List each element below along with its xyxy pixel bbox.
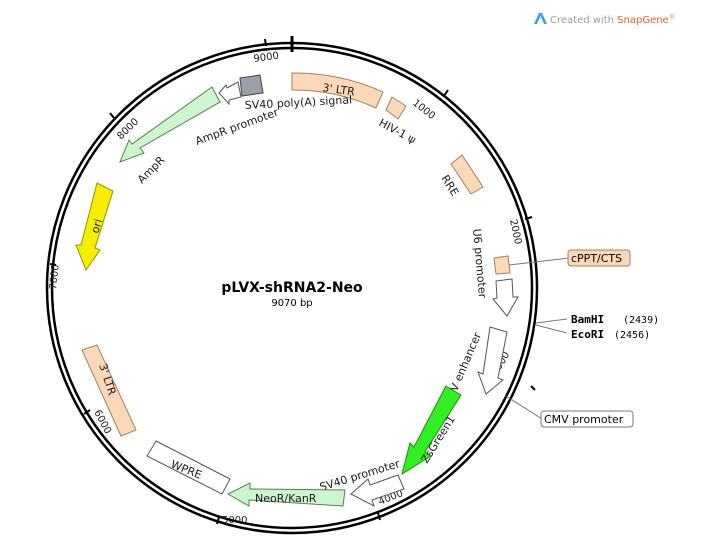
plasmid-name: pLVX-shRNA2-Neo xyxy=(221,280,363,296)
cmv-promoter-label: CMV promoter xyxy=(544,413,624,426)
tick-1000: 1000 xyxy=(410,98,437,122)
tick-5000: 5000 xyxy=(222,515,247,526)
ampr-label: AmpR xyxy=(135,153,168,186)
neor-kanr-label: NeoR/KanR xyxy=(255,492,317,505)
ecori-name: EcoRI xyxy=(571,328,604,341)
ori-label: ori xyxy=(88,217,105,235)
rre-label: RRE xyxy=(438,173,461,199)
callout-cppt[interactable]: cPPT/CTS xyxy=(508,249,631,267)
snapgene-branding: Created with SnapGene® xyxy=(534,13,676,26)
feature-ori[interactable]: ori xyxy=(75,182,114,272)
restriction-sites: BamHI (2439) EcoRI (2456) xyxy=(535,313,659,341)
sv40-polya-label: SV40 poly(A) signal xyxy=(244,93,352,112)
ecori-position: (2456) xyxy=(614,330,650,341)
bamhi-name: BamHI xyxy=(571,313,604,326)
tick-2000: 2000 xyxy=(507,218,523,245)
feature-zsgreen1[interactable]: ZsGreen1 xyxy=(401,385,462,476)
site-ecori[interactable]: EcoRI (2456) xyxy=(571,328,650,341)
tick-7000: 7000 xyxy=(48,264,62,290)
feature-cppt[interactable] xyxy=(493,255,511,275)
feature-ltr-5prime[interactable]: 3' LTR xyxy=(291,72,384,109)
snapgene-logo-icon xyxy=(534,13,547,24)
ltr5-label: 3' LTR xyxy=(322,81,356,98)
ampr-promoter-label: AmpR promoter xyxy=(194,106,281,148)
feature-u6-promoter[interactable]: U6 promoter xyxy=(470,228,519,317)
u6-promoter-label: U6 promoter xyxy=(470,228,489,299)
feature-sv40-polya[interactable]: SV40 poly(A) signal xyxy=(239,74,352,112)
hiv-psi-label: HIV-1 ψ xyxy=(377,116,419,146)
feature-rre[interactable]: RRE xyxy=(438,154,484,199)
brand-name: SnapGene xyxy=(617,15,669,26)
svg-text:Created with SnapGene®: Created with SnapGene® xyxy=(550,13,676,26)
feature-wpre[interactable]: WPRE xyxy=(146,440,231,495)
brand-mark: ® xyxy=(669,13,676,21)
site-bamhi[interactable]: BamHI (2439) xyxy=(571,313,659,326)
tick-9000: 9000 xyxy=(253,51,280,65)
bamhi-position: (2439) xyxy=(623,315,659,326)
brand-prefix: Created with xyxy=(550,15,617,26)
callout-cmv-promoter[interactable]: CMV promoter xyxy=(505,395,634,428)
minor-ticks xyxy=(49,38,536,525)
cppt-label: cPPT/CTS xyxy=(571,252,622,265)
feature-neor-kanr[interactable]: NeoR/KanR xyxy=(226,482,346,507)
plasmid-size: 9070 bp xyxy=(271,298,312,309)
